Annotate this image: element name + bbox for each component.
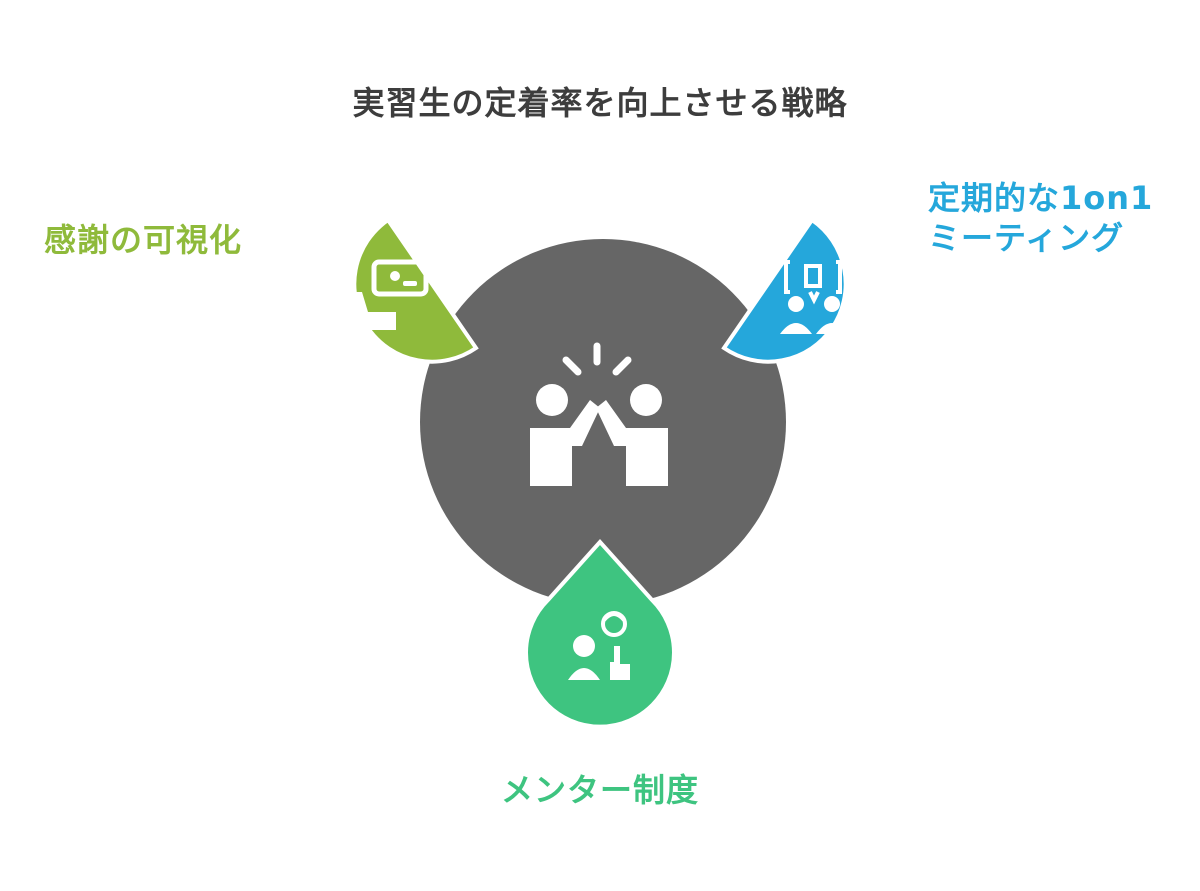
- node-appreciation: [352, 217, 479, 364]
- high-five-icon: [530, 342, 668, 486]
- mentor-icon: [568, 611, 630, 680]
- node-mentor: [524, 539, 676, 729]
- meeting-icon: [780, 260, 848, 334]
- label-1on1-line1: 定期的な1on1: [928, 179, 1154, 217]
- node-1on1-meeting: [721, 217, 848, 364]
- diagram-title: 実習生の定着率を向上させる戦略: [352, 84, 848, 122]
- label-1on1-line2: ミーティング: [928, 219, 1125, 257]
- label-appreciation: 感謝の可視化: [44, 221, 243, 259]
- label-1on1-meeting: 定期的な1on1 ミーティング: [928, 178, 1153, 258]
- label-mentor: メンター制度: [500, 771, 699, 809]
- hand-card-icon: [352, 259, 429, 330]
